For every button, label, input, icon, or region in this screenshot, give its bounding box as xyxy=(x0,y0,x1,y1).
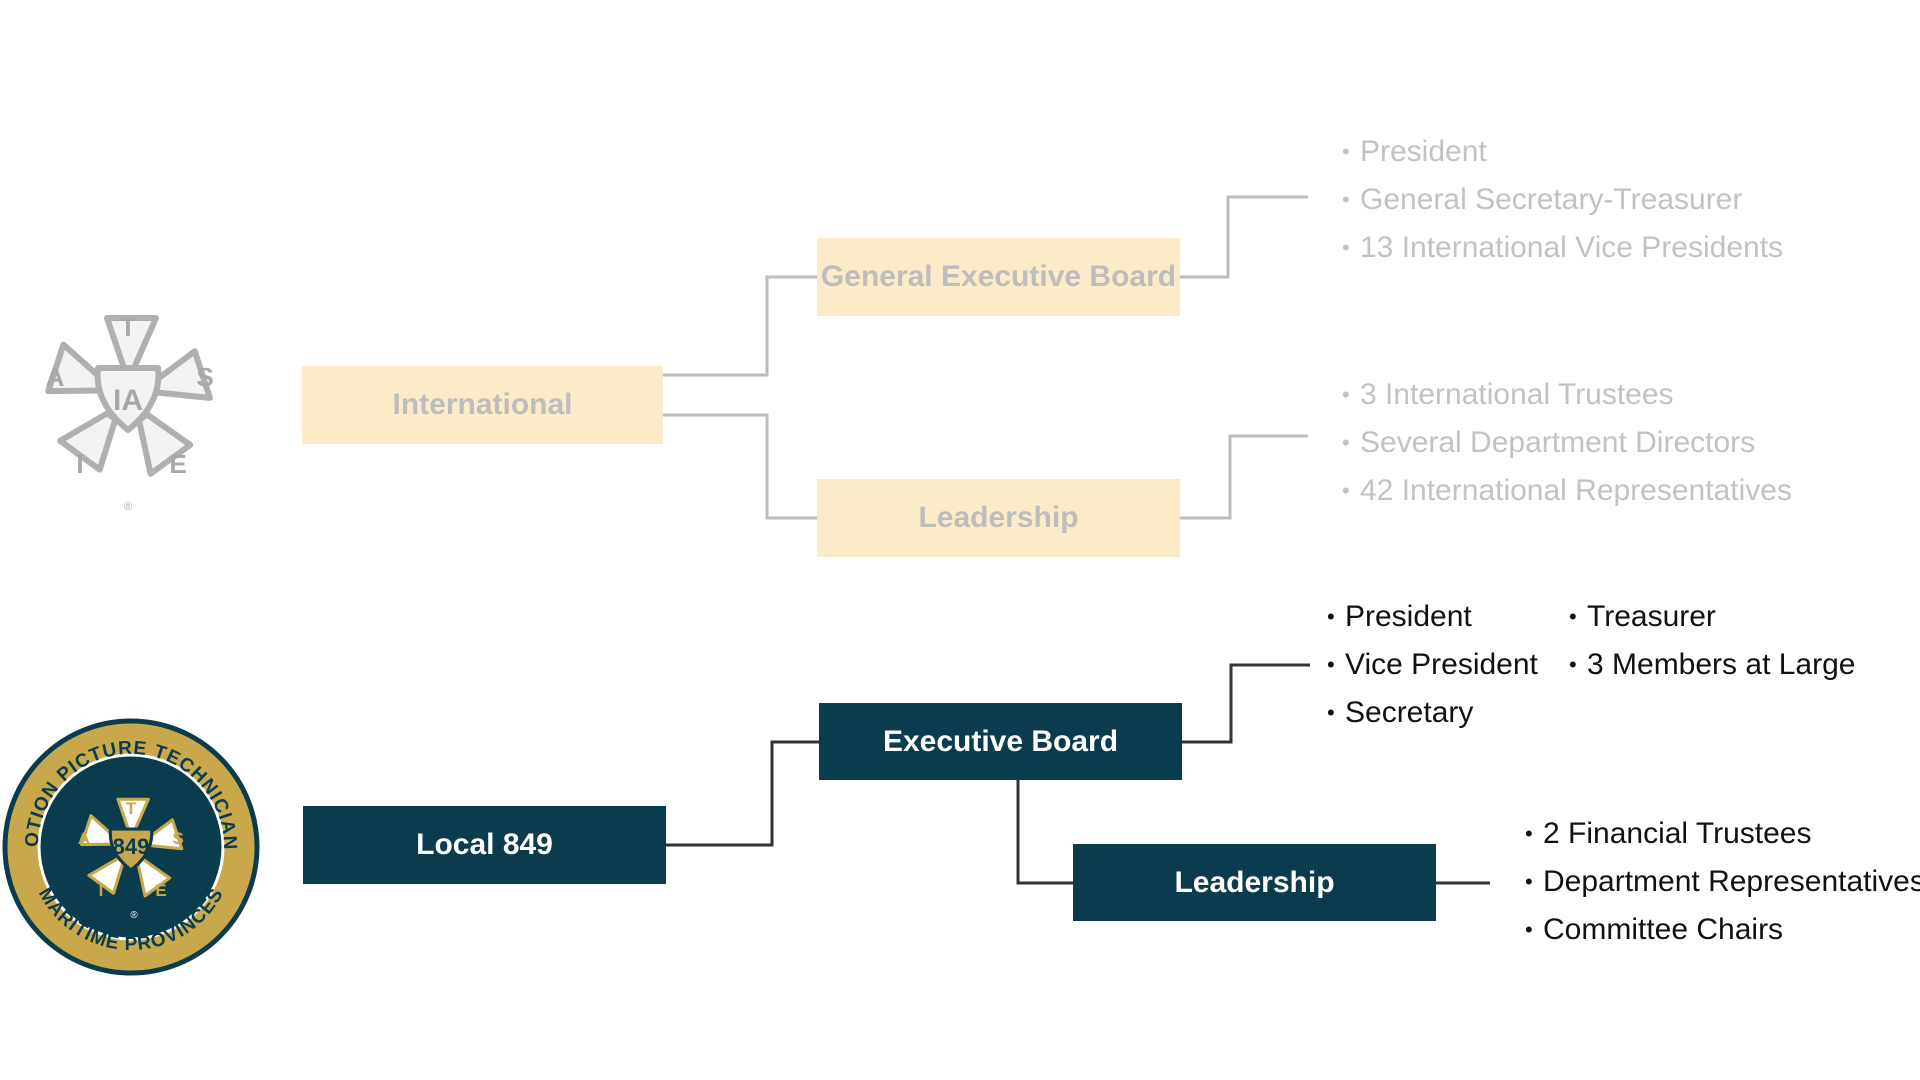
connector-leadership-to-list xyxy=(1180,434,1308,520)
seal-letter: A xyxy=(78,829,90,848)
executive-board-label: Executive Board xyxy=(882,724,1119,758)
list-item: Several Department Directors xyxy=(1342,419,1792,467)
local-leadership-members: 2 Financial Trustees Department Represen… xyxy=(1525,810,1920,954)
list-item: 2 Financial Trustees xyxy=(1525,810,1920,858)
logo-letter: I xyxy=(76,449,83,479)
local-connectors xyxy=(666,663,1490,885)
seal-center-text: 849 xyxy=(113,834,150,859)
seal-letter: S xyxy=(172,829,183,848)
iatse-logo: T S E I A IA ® xyxy=(45,312,214,513)
local-849-box-label: Local 849 xyxy=(416,828,553,861)
logo-registered-mark: ® xyxy=(124,501,132,513)
logo-letter: A xyxy=(46,362,65,392)
list-item: 13 International Vice Presidents xyxy=(1342,224,1783,272)
logo-letter: S xyxy=(196,362,213,392)
list-item: President xyxy=(1342,128,1783,176)
seal-registered-mark: ® xyxy=(130,910,138,921)
connector-board-to-list xyxy=(1182,663,1310,744)
list-item: 3 Members at Large xyxy=(1569,641,1855,689)
list-item: 42 International Representatives xyxy=(1342,467,1792,515)
logo-letter: T xyxy=(120,312,136,342)
connector-local-to-board xyxy=(666,740,819,847)
list-item: Treasurer xyxy=(1569,593,1855,641)
list-item: Committee Chairs xyxy=(1525,906,1920,954)
general-executive-board-members: President General Secretary-Treasurer 13… xyxy=(1342,128,1783,272)
international-box: International xyxy=(302,366,663,444)
international-leadership-box: Leadership xyxy=(817,479,1180,557)
general-executive-board-label: General Executive Board xyxy=(820,260,1177,293)
list-item: Vice President xyxy=(1327,641,1538,689)
connector-board-to-leadership xyxy=(1016,780,1073,885)
local-leadership-label: Leadership xyxy=(1174,865,1335,899)
local-849-seal-logo: MOTION PICTURE TECHNICIANS MARITIME PROV… xyxy=(0,716,260,976)
international-leadership-members: 3 International Trustees Several Departm… xyxy=(1342,371,1792,515)
list-item: President xyxy=(1327,593,1538,641)
international-box-label: International xyxy=(392,388,573,421)
seal-shield xyxy=(108,827,154,872)
executive-board-members-col1: President Vice President Secretary xyxy=(1327,593,1538,737)
local-leadership-box: Leadership xyxy=(1073,844,1436,921)
general-executive-board-box: General Executive Board xyxy=(817,238,1180,316)
executive-board-box: Executive Board xyxy=(819,703,1182,780)
list-item: 3 International Trustees xyxy=(1342,371,1792,419)
connector-intl-to-leadership xyxy=(663,413,817,520)
connector-board-to-list xyxy=(1180,195,1308,279)
list-item: General Secretary-Treasurer xyxy=(1342,176,1783,224)
connector-intl-to-board xyxy=(663,275,817,377)
list-item: Secretary xyxy=(1327,689,1538,737)
logo-arm xyxy=(57,410,119,473)
seal-letter: I xyxy=(99,881,104,900)
international-leadership-label: Leadership xyxy=(918,501,1079,534)
seal-letter: T xyxy=(126,799,137,818)
list-item: Department Representatives xyxy=(1525,858,1920,906)
local-849-box: Local 849 xyxy=(303,806,666,884)
logo-shield xyxy=(94,365,162,433)
international-connectors xyxy=(663,195,1308,520)
logo-center-text: IA xyxy=(113,384,143,417)
seal-letter: E xyxy=(155,881,166,900)
executive-board-members-col2: Treasurer 3 Members at Large xyxy=(1569,593,1855,689)
logo-letter: E xyxy=(169,449,186,479)
